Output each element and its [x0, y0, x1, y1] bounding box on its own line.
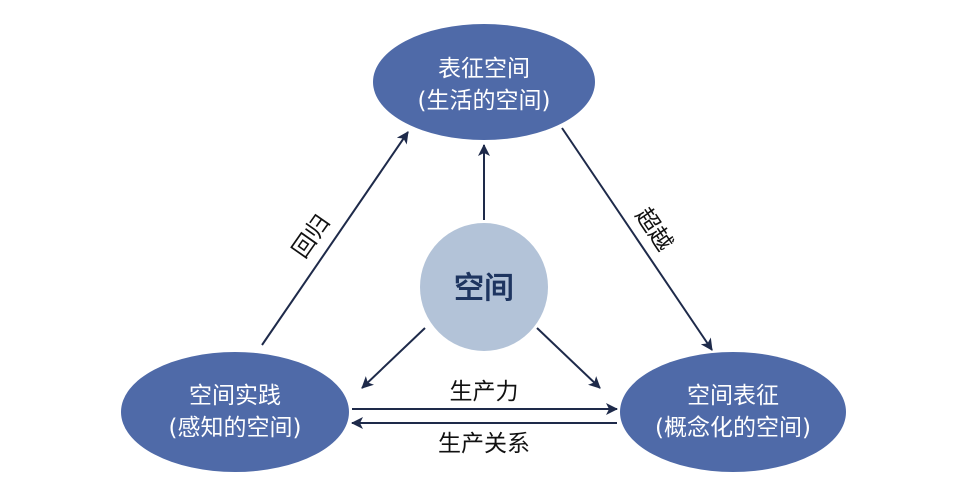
- edge-label-relations-of-production: 生产关系: [438, 431, 530, 457]
- arrow-representational-to-conceived: [561, 127, 713, 351]
- node-spatial-practice-subtitle: (感知的空间): [169, 415, 302, 441]
- edge-label-transcend: 超越: [630, 203, 677, 256]
- edge-label-productive-forces: 生产力: [450, 379, 519, 405]
- node-representations-of-space-title: 空间表征: [687, 383, 779, 409]
- node-spatial-practice: 空间实践 (感知的空间): [121, 352, 349, 472]
- arrow-center-to-left: [361, 327, 426, 389]
- arrow-practice-to-representational: [261, 131, 409, 346]
- arrow-center-to-right: [536, 327, 601, 389]
- node-representational-space-subtitle: (生活的空间): [418, 88, 551, 114]
- node-space-center: 空间: [420, 223, 548, 351]
- node-representations-of-space: 空间表征 (概念化的空间): [620, 352, 846, 472]
- edge-label-return: 回归: [288, 210, 336, 263]
- node-representational-space: 表征空间 (生活的空间): [373, 24, 595, 140]
- node-spatial-practice-title: 空间实践: [189, 383, 281, 409]
- node-space-center-label: 空间: [454, 271, 514, 306]
- node-representational-space-title: 表征空间: [438, 56, 530, 82]
- node-representations-of-space-subtitle: (概念化的空间): [655, 415, 811, 441]
